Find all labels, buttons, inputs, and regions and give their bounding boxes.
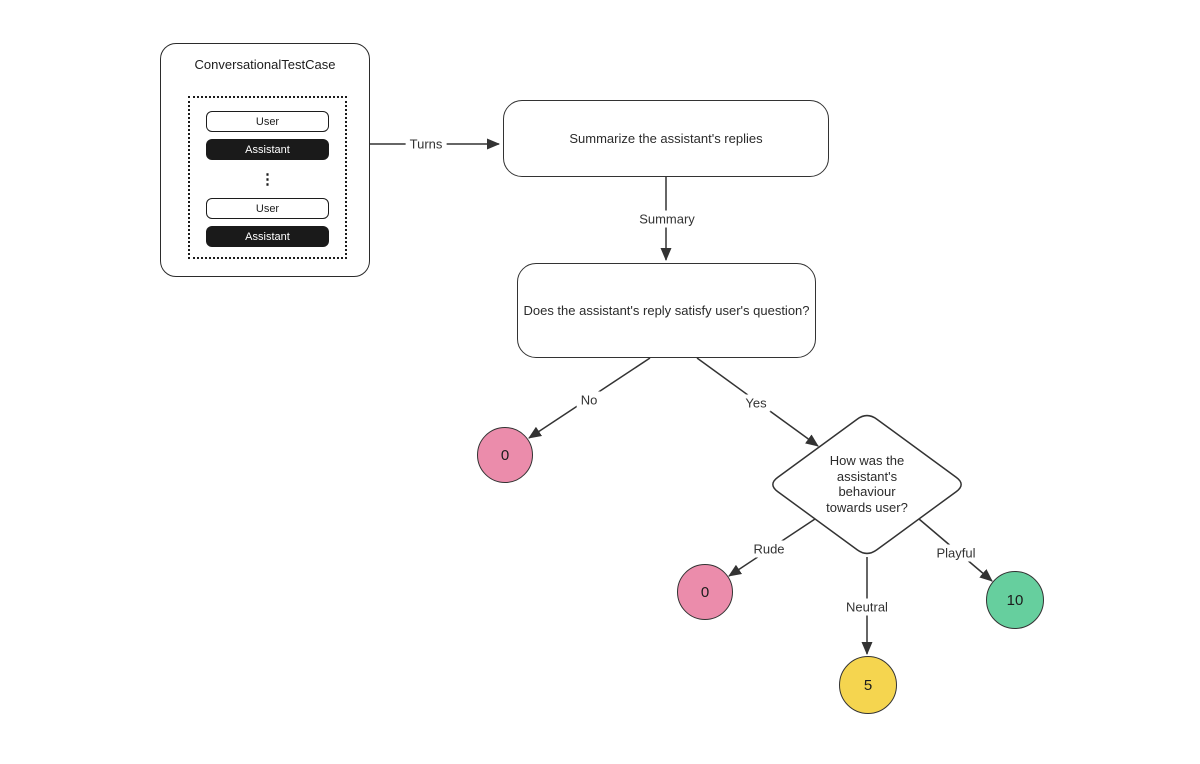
turns-container: User Assistant ⋮ User Assistant <box>188 96 347 259</box>
conversational-test-case-node: ConversationalTestCase User Assistant ⋮ … <box>160 43 370 277</box>
edge-label-turns: Turns <box>405 135 447 153</box>
behaviour-question-node: How was the assistant's behaviour toward… <box>826 453 908 515</box>
score-circle-neutral: 5 <box>839 656 897 714</box>
score-circle-rude: 0 <box>677 564 733 620</box>
edge-label-no: No <box>576 391 602 409</box>
assistant-turn-pill: Assistant <box>206 139 329 160</box>
vertical-ellipsis-icon: ⋮ <box>260 171 275 188</box>
behaviour-diamond-shape <box>772 414 962 555</box>
edge-label-playful: Playful <box>932 544 980 562</box>
edge-label-yes: Yes <box>741 394 771 412</box>
score-circle-no: 0 <box>477 427 533 483</box>
satisfy-question-node: Does the assistant's reply satisfy user'… <box>517 263 816 358</box>
edge-label-summary: Summary <box>635 210 699 228</box>
score-circle-playful: 10 <box>986 571 1044 629</box>
assistant-turn-pill: Assistant <box>206 226 329 247</box>
user-turn-pill: User <box>206 111 329 132</box>
edge-label-rude: Rude <box>749 540 789 558</box>
edge-label-neutral: Neutral <box>842 598 892 616</box>
test-case-title: ConversationalTestCase <box>194 57 336 72</box>
summarize-replies-node: Summarize the assistant's replies <box>503 100 829 177</box>
user-turn-pill: User <box>206 198 329 219</box>
